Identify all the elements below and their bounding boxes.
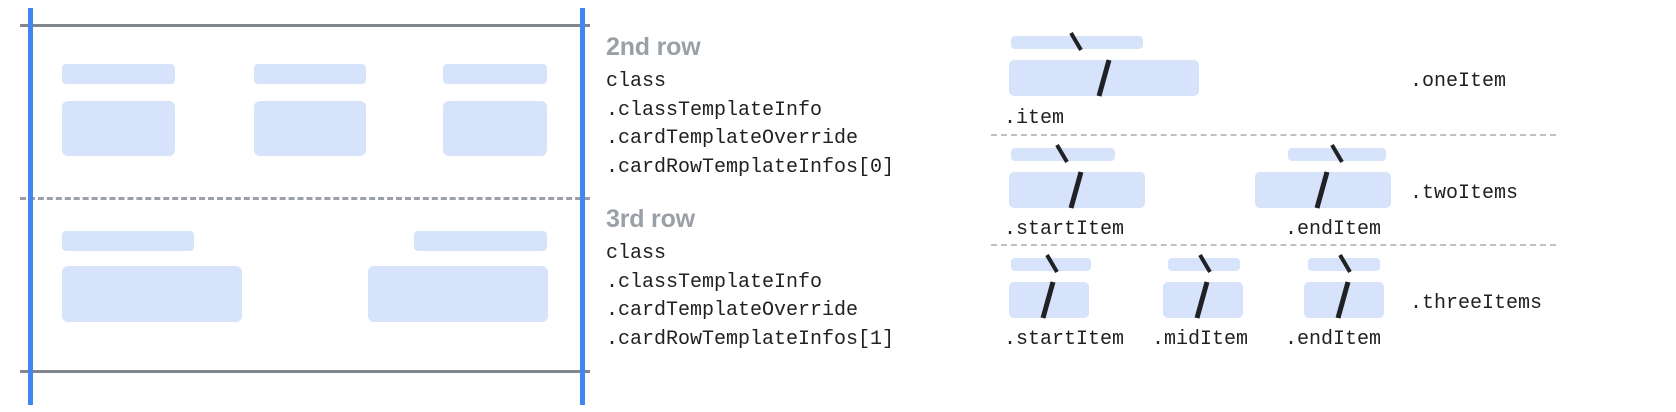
placeholder-bar bbox=[62, 231, 194, 251]
placeholder-bar bbox=[62, 64, 175, 84]
gray-dashed-divider bbox=[20, 197, 590, 200]
annotation-line: .cardRowTemplateInfos[1] bbox=[606, 327, 895, 351]
placeholder-bar bbox=[443, 64, 547, 84]
item-main-box bbox=[1304, 281, 1384, 319]
placeholder-bar bbox=[254, 64, 366, 84]
placeholder-box bbox=[254, 101, 366, 156]
item-main-box bbox=[1009, 281, 1089, 319]
item-main-box bbox=[1009, 171, 1145, 209]
item-caption: .startItem bbox=[1004, 328, 1125, 351]
placeholder-box bbox=[368, 266, 548, 322]
item-main-box bbox=[1009, 59, 1199, 97]
annotation-line: .cardTemplateOverride bbox=[606, 299, 859, 322]
blue-vertical-guide-left bbox=[28, 8, 33, 405]
item-caption: .endItem bbox=[1285, 328, 1382, 351]
variant-label: .twoItems bbox=[1410, 182, 1519, 205]
dotted-separator bbox=[991, 244, 1556, 246]
annotation-line: .classTemplateInfo bbox=[606, 270, 823, 294]
item-caption: .endItem bbox=[1285, 218, 1382, 241]
gray-horizontal-guide-bottom bbox=[20, 370, 590, 373]
item-top-bar bbox=[1011, 31, 1143, 52]
placeholder-bar bbox=[414, 231, 547, 251]
item-top-bar bbox=[1288, 143, 1386, 164]
item-caption: .midItem bbox=[1152, 328, 1249, 351]
item-caption: .item bbox=[1004, 107, 1065, 130]
item-top-bar bbox=[1168, 253, 1240, 274]
placeholder-box bbox=[62, 266, 242, 322]
variant-label: .threeItems bbox=[1410, 292, 1543, 315]
blue-vertical-guide-right bbox=[580, 8, 585, 405]
variant-label: .oneItem bbox=[1410, 70, 1507, 93]
annotation-line: .cardRowTemplateInfos[0] bbox=[606, 155, 895, 179]
item-main-box bbox=[1255, 171, 1391, 209]
item-main-box bbox=[1163, 281, 1243, 319]
item-top-bar bbox=[1308, 253, 1380, 274]
item-top-bar bbox=[1011, 143, 1115, 164]
annotation-line: class bbox=[606, 70, 667, 93]
annotation-second-row: 2nd row class .classTemplateInfo .cardTe… bbox=[606, 32, 894, 182]
item-top-bar bbox=[1011, 253, 1091, 274]
annotation-line: .classTemplateInfo bbox=[606, 98, 823, 122]
item-caption: .startItem bbox=[1004, 218, 1125, 241]
annotation-heading: 3rd row bbox=[606, 205, 695, 233]
dotted-separator bbox=[991, 134, 1556, 136]
gray-horizontal-guide-top bbox=[20, 24, 590, 27]
placeholder-box bbox=[443, 101, 547, 156]
annotation-third-row: 3rd row class .classTemplateInfo .cardTe… bbox=[606, 204, 894, 354]
annotation-heading: 2nd row bbox=[606, 33, 701, 61]
annotation-line: class bbox=[606, 242, 667, 265]
placeholder-box bbox=[62, 101, 175, 156]
annotation-line: .cardTemplateOverride bbox=[606, 127, 859, 150]
